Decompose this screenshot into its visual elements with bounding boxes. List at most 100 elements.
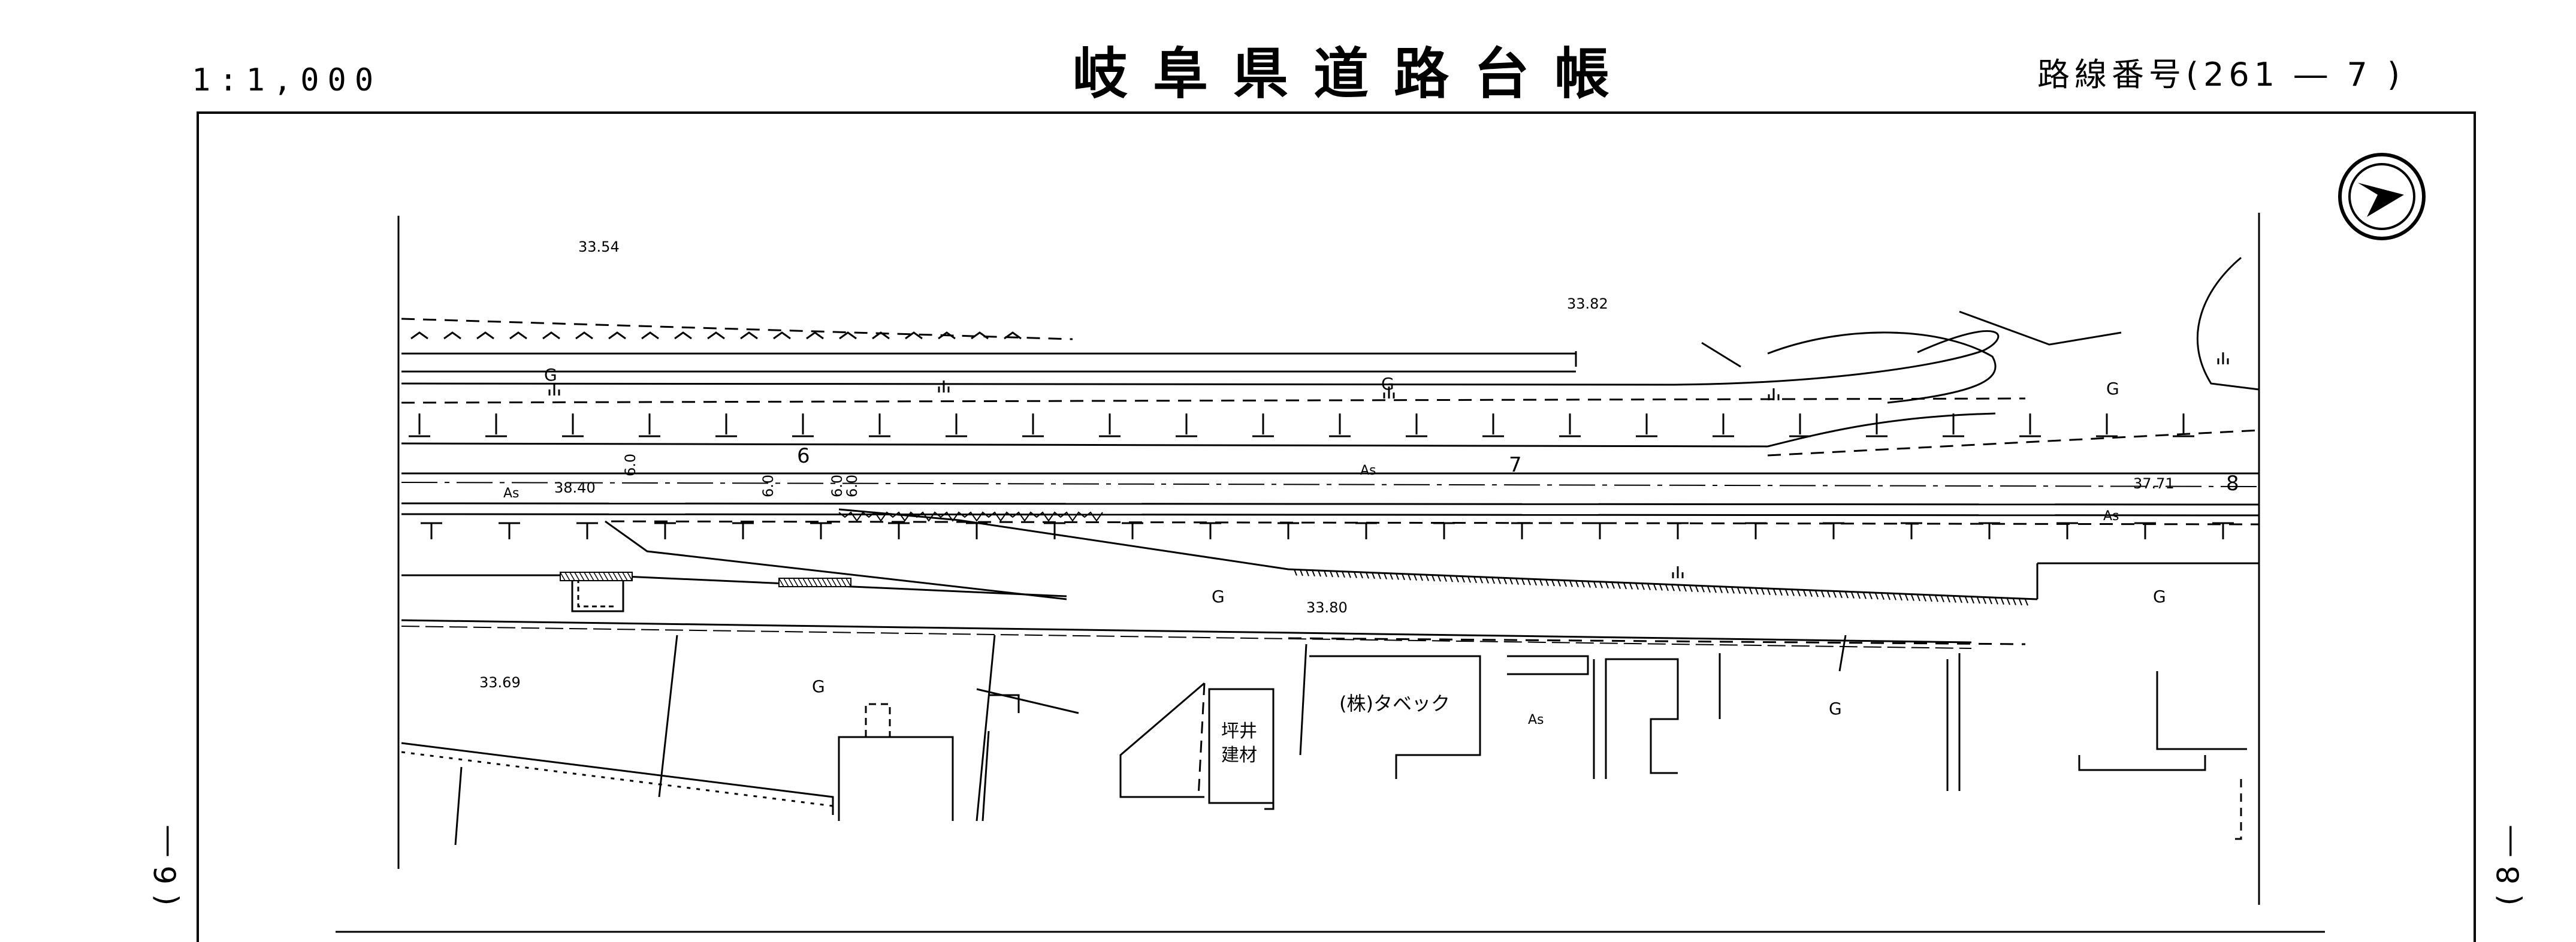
embankment-mark (641, 331, 659, 340)
street-tree-symbol (1406, 413, 1427, 437)
embankment-mark (674, 331, 692, 340)
street-tree-symbol (1176, 413, 1197, 437)
wall-hatch (1851, 592, 1855, 599)
street-tree-symbol (1200, 522, 1221, 539)
wall-hatch (1318, 570, 1321, 577)
hatch-line (778, 578, 784, 587)
building-label: 建材 (1221, 745, 1257, 766)
hatch-line (841, 578, 847, 587)
street-tree-symbol (1482, 413, 1504, 437)
station-number: 7 (1509, 453, 1522, 477)
wall-hatch (2007, 598, 2010, 605)
building-label: (株)タベック (1339, 692, 1450, 715)
street-tree-symbol (1044, 522, 1065, 539)
wall-hatch (1791, 590, 1795, 596)
embankment-mark (938, 331, 956, 340)
wall-hatch (1300, 569, 1303, 576)
wall-hatch (1659, 584, 1663, 591)
wall-hatch (1683, 585, 1687, 592)
embankment-mark (608, 331, 626, 340)
street-tree-symbol (966, 522, 987, 539)
embankment-mark (971, 331, 989, 340)
wall-hatch (1497, 577, 1501, 584)
surface-gravel-label: G (2106, 379, 2119, 398)
elevation-label: 33.54 (578, 238, 620, 255)
wall-hatch (1707, 586, 1711, 593)
wall-hatch (1809, 590, 1813, 597)
surface-gravel-label: G (2153, 587, 2166, 606)
wall-hatch (1485, 577, 1489, 584)
street-tree-symbol (792, 413, 814, 437)
wall-hatch (1635, 583, 1639, 590)
street-tree-symbol (2056, 522, 2078, 539)
embankment-mark (773, 331, 791, 340)
wall-hatch (1366, 572, 1369, 579)
wall-hatch (1839, 591, 1843, 599)
street-tree-symbol (1122, 522, 1143, 539)
wall-hatch (1887, 593, 1891, 600)
surface-gravel-label: G (812, 677, 825, 696)
wall-hatch (1797, 590, 1801, 597)
street-tree-symbol (1099, 413, 1121, 437)
hatch-line (817, 578, 823, 587)
street-tree-symbol (1667, 522, 1689, 539)
wall-hatch (1827, 591, 1831, 598)
wall-hatch (1755, 588, 1759, 595)
wall-hatch (1629, 582, 1633, 590)
hatch-line (836, 578, 842, 587)
route-number: 路線番号(261 ― 7 ) (2037, 56, 2405, 93)
street-tree-symbol (1943, 413, 1964, 437)
wall-hatch (1563, 580, 1567, 587)
wall-hatch (1449, 575, 1453, 582)
street-tree-symbol (2019, 413, 2041, 437)
road-width-label: 6.0 (844, 475, 860, 497)
hatch-line (598, 572, 604, 581)
wall-hatch (2001, 598, 2004, 605)
wall-hatch (1971, 597, 1974, 604)
wall-hatch (1947, 596, 1950, 603)
hatch-line (783, 578, 789, 587)
hatch-line (788, 578, 794, 587)
wall-hatch (1695, 585, 1699, 593)
wall-hatch (1983, 597, 1986, 604)
street-tree-symbol (639, 413, 660, 437)
street-tree-symbol (1745, 522, 1766, 539)
surface-asphalt-label: As (1360, 463, 1376, 478)
wall-hatch (1438, 575, 1441, 582)
street-tree-symbol (1979, 522, 2000, 539)
vegetation-symbol (1672, 566, 1684, 578)
wall-hatch (1869, 593, 1873, 600)
hatch-line (802, 578, 808, 587)
street-tree-symbol (1433, 522, 1455, 539)
embankment-mark (509, 331, 527, 340)
street-tree-symbol (1329, 413, 1351, 437)
wall-hatch (1665, 584, 1669, 591)
wall-hatch (1545, 579, 1549, 587)
wall-hatch (1941, 596, 1944, 603)
wall-hatch (1372, 572, 1375, 579)
street-tree-symbol (576, 522, 598, 539)
street-tree-symbol (562, 413, 584, 437)
page-title: 岐阜県道路台帳 (1073, 42, 1635, 106)
street-tree-symbol (1789, 413, 1811, 437)
hatch-line (574, 572, 580, 581)
wall-hatch (1815, 590, 1819, 597)
street-tree-symbol (2212, 522, 2234, 539)
wall-hatch (1306, 569, 1309, 576)
wall-hatch (1575, 581, 1579, 588)
wall-hatch (1527, 579, 1531, 585)
wall-hatch (1348, 571, 1351, 578)
elevation-label: 33.69 (479, 674, 521, 691)
parcel-lines (401, 575, 2247, 846)
wall-hatch (1390, 573, 1393, 580)
wall-hatch (1342, 571, 1345, 578)
street-tree-symbol (1713, 413, 1734, 437)
wall-hatch (1929, 595, 1932, 602)
wall-hatch (1701, 585, 1705, 593)
hatch-line (822, 578, 828, 587)
wall-hatch (1821, 591, 1825, 597)
embankment-mark (410, 331, 428, 340)
vegetation-symbol (1768, 388, 1780, 400)
wall-hatch (1312, 570, 1315, 577)
